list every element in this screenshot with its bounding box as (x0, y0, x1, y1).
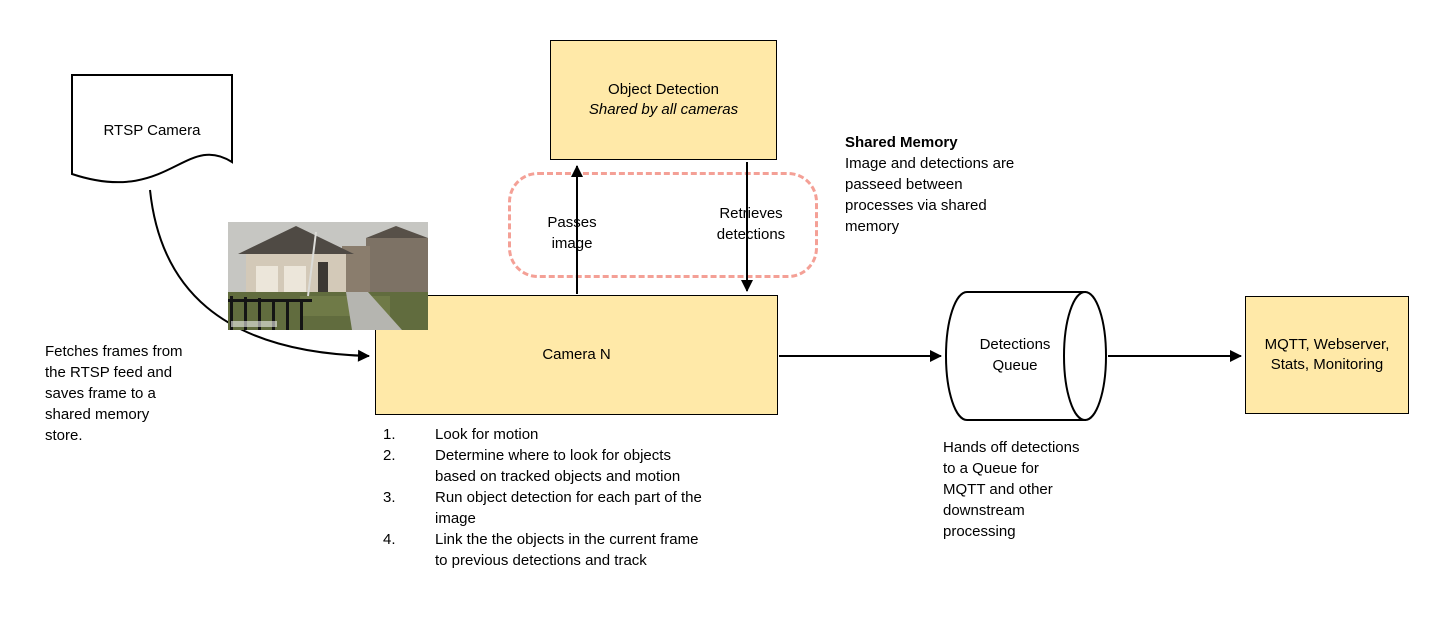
object-detection-subtitle: Shared by all cameras (588, 101, 739, 118)
camera-step-1: Look for motion (435, 426, 539, 443)
object-detection-title: Object Detection (608, 81, 719, 98)
camera-step-2: Determine where to look for objects base… (435, 447, 681, 485)
handoff-note: Hands off detections to a Queue for MQTT… (943, 439, 1080, 540)
detections-queue-label: Detections Queue (979, 336, 1051, 374)
camera-step-3: Run object detection for each part of th… (435, 489, 702, 527)
rtsp-camera-label: RTSP Camera (103, 122, 201, 139)
shared-memory-dashed-zone (508, 172, 818, 278)
retrieves-detections-label: Retrieves detections (716, 205, 786, 243)
camera-steps-list: Look for motion Determine where to look … (383, 424, 783, 571)
shared-memory-body: Image and detections are passeed between… (845, 155, 1015, 235)
node-outputs: MQTT, Webserver, Stats, Monitoring (1245, 296, 1409, 414)
passes-image-label: Passes image (547, 214, 597, 252)
node-object-detection: Object Detection Shared by all cameras (550, 40, 777, 160)
fetch-note: Fetches frames from the RTSP feed and sa… (45, 343, 183, 444)
edge-rtsp-to-camera (149, 189, 370, 362)
node-camera-n: Camera N (375, 295, 778, 415)
shared-memory-note: Shared Memory Image and detections are p… (845, 132, 1055, 237)
outputs-label: MQTT, Webserver, Stats, Monitoring (1264, 336, 1390, 373)
camera-step-4: Link the the objects in the current fram… (435, 531, 699, 569)
shared-memory-title: Shared Memory (845, 134, 958, 151)
camera-n-label: Camera N (542, 346, 611, 363)
